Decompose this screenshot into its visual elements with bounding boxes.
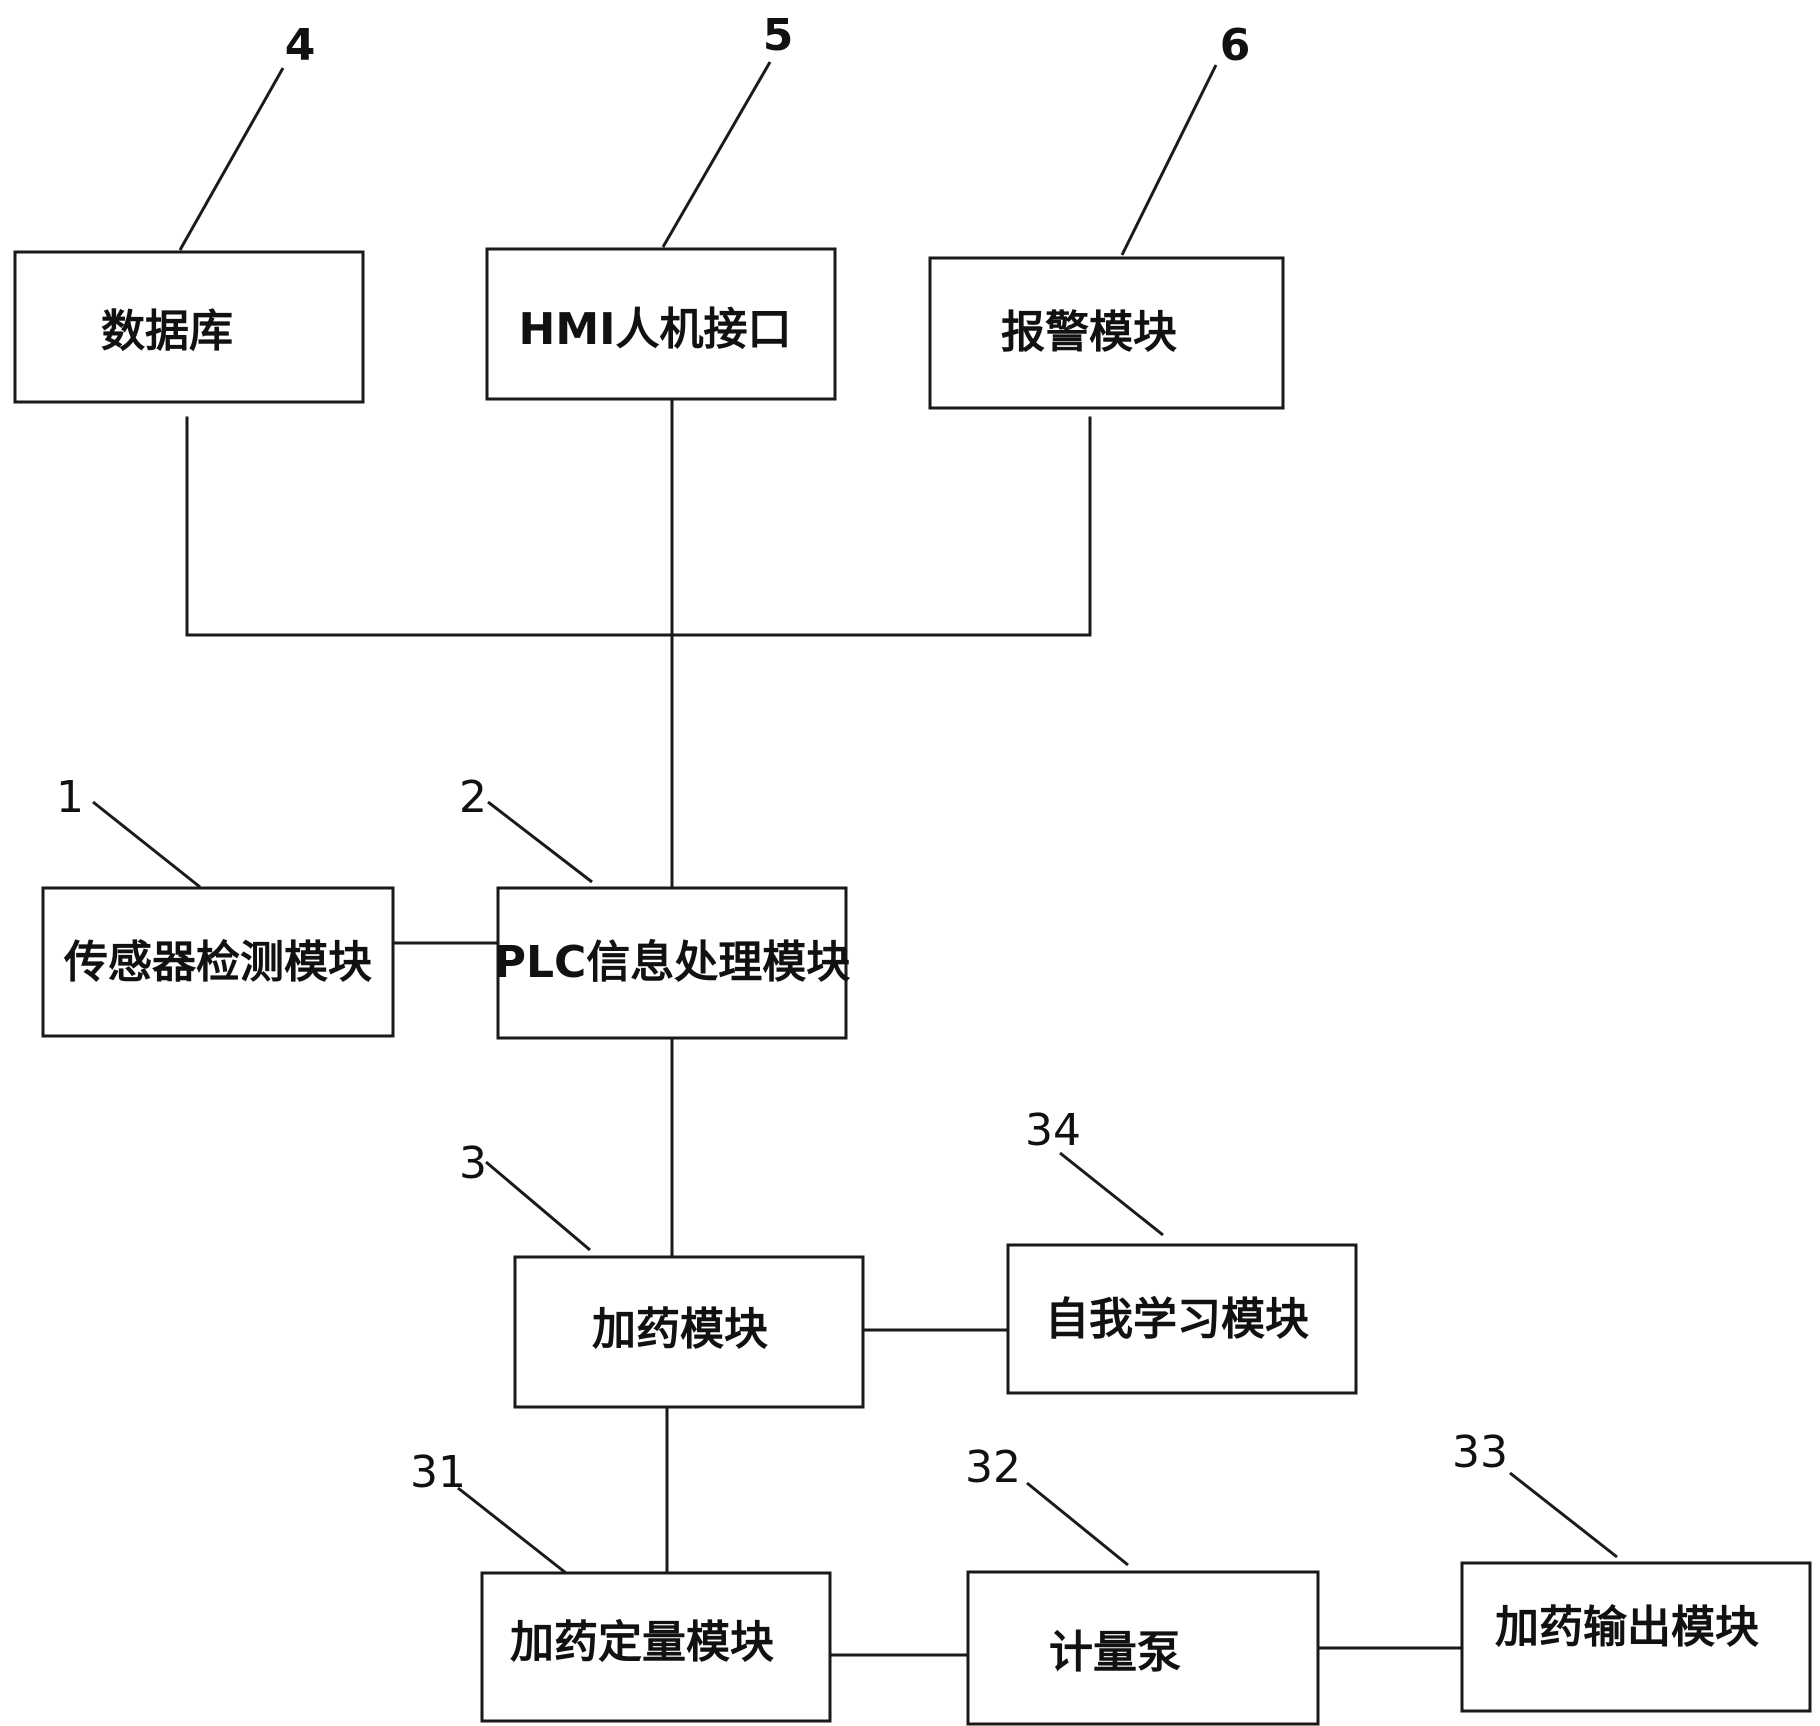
leader-4 <box>178 67 285 251</box>
ref-number-2: 2 <box>459 772 487 823</box>
box-label: 加药模块 <box>592 1304 768 1355</box>
ref-number-4: 4 <box>285 20 316 71</box>
box-self-learning: 自我学习模块 <box>1006 1243 1358 1395</box>
box-label: 自我学习模块 <box>1045 1294 1309 1345</box>
box-label: 传感器检测模块 <box>63 937 372 988</box>
ref-number-5: 5 <box>763 10 794 61</box>
box-dosing: 加药模块 <box>513 1255 865 1409</box>
box-sensor: 传感器检测模块 <box>41 886 395 1038</box>
ref-number-1: 1 <box>56 772 84 823</box>
ref-number-32: 32 <box>965 1442 1021 1493</box>
box-database: 数据库 <box>13 250 365 404</box>
box-label: 数据库 <box>101 306 233 357</box>
ref-number-3: 3 <box>459 1138 487 1189</box>
box-label: 报警模块 <box>1001 307 1177 358</box>
box-plc: PLC信息处理模块 <box>494 886 851 1040</box>
box-dosing-output: 加药输出模块 <box>1460 1561 1812 1713</box>
box-hmi: HMI人机接口 <box>485 247 837 401</box>
leader-6 <box>1120 64 1218 256</box>
ref-number-34: 34 <box>1025 1105 1081 1156</box>
box-label: PLC信息处理模块 <box>494 937 851 988</box>
leader-31 <box>457 1486 567 1575</box>
ref-number-6: 6 <box>1220 20 1251 71</box>
leader-33 <box>1509 1471 1618 1559</box>
ref-number-31: 31 <box>410 1447 466 1498</box>
box-alarm: 报警模块 <box>928 256 1285 410</box>
leader-34 <box>1059 1151 1164 1237</box>
box-label: 计量泵 <box>1049 1627 1181 1678</box>
connector-lines <box>185 398 1464 1657</box>
box-label: HMI人机接口 <box>519 304 792 355</box>
box-meter-pump: 计量泵 <box>966 1570 1320 1726</box>
leader-5 <box>661 61 772 248</box>
reference-numbers: 4 5 6 1 2 3 34 31 32 33 <box>56 10 1508 1498</box>
box-label: 加药定量模块 <box>510 1617 774 1668</box>
leader-lines <box>92 61 1618 1575</box>
box-dosing-quant: 加药定量模块 <box>480 1571 832 1723</box>
ref-number-33: 33 <box>1452 1427 1508 1478</box>
leader-32 <box>1026 1481 1129 1567</box>
box-label: 加药输出模块 <box>1495 1602 1759 1653</box>
leader-3 <box>485 1160 591 1252</box>
leader-2 <box>487 800 593 884</box>
leader-1 <box>92 800 201 889</box>
